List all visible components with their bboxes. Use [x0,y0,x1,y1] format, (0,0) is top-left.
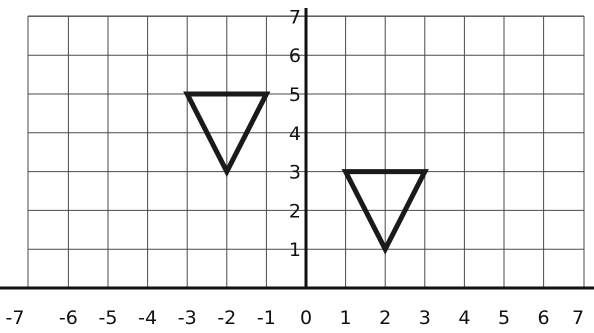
x-tick-label: -1 [257,307,276,329]
x-tick-label: 7 [572,307,584,329]
x-tick-label: 2 [379,307,391,329]
x-tick-label: -6 [59,307,78,329]
triangle-right [341,169,429,255]
y-tick-label: 4 [289,123,301,145]
x-tick-label: -7 [6,307,25,329]
x-tick-label: 3 [419,307,431,329]
x-tick-label: -5 [99,307,118,329]
shapes [183,91,429,255]
x-tick-label: -4 [138,307,157,329]
y-tick-label: 1 [289,239,301,261]
y-tick-label: 3 [289,162,301,184]
x-tick-label: 6 [538,307,550,329]
x-tick-label: 5 [498,307,510,329]
y-tick-label: 7 [289,6,301,28]
y-tick-label: 6 [289,45,301,67]
triangle-left [183,91,271,178]
x-tick-label: 0 [300,307,312,329]
x-tick-label: -2 [217,307,236,329]
y-tick-label: 5 [289,84,301,106]
x-tick-label: -3 [178,307,197,329]
x-tick-label: 1 [340,307,352,329]
x-tick-label: 4 [458,307,470,329]
y-tick-label: 2 [289,200,301,222]
axes [0,8,594,290]
